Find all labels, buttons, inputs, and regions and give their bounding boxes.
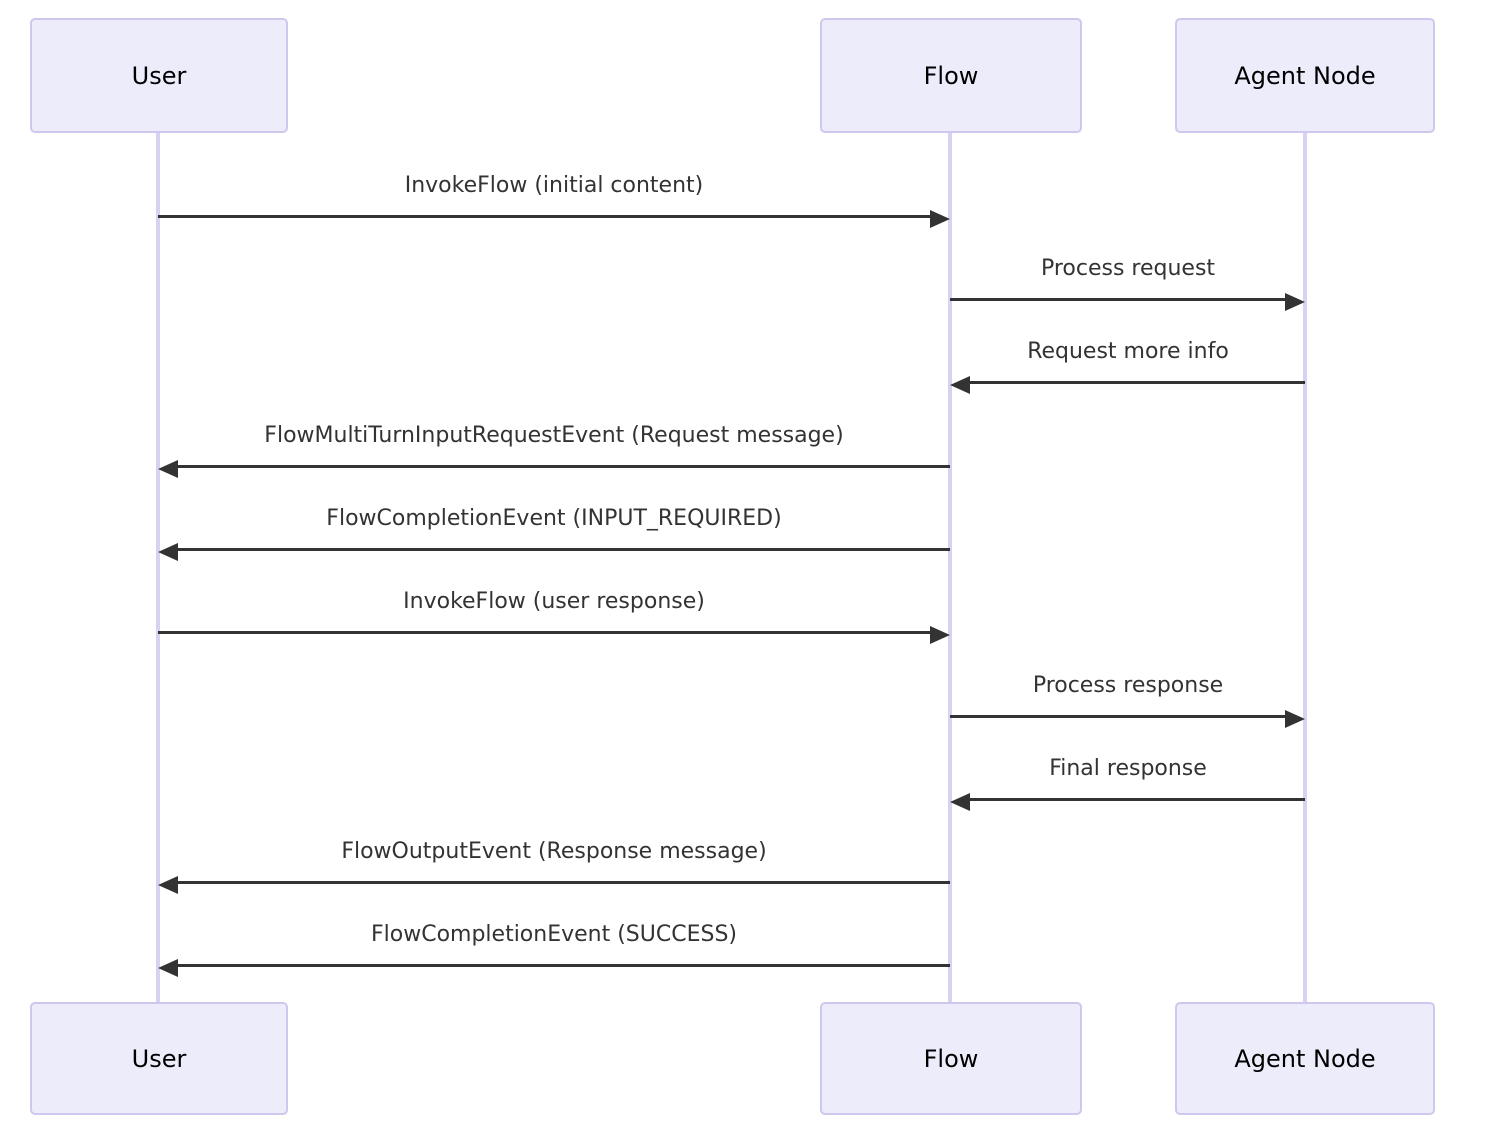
actor-label-agent-node: Agent Node [1234, 61, 1376, 90]
message-label: InvokeFlow (initial content) [404, 173, 704, 198]
arrowhead-right-icon [930, 626, 950, 644]
arrowhead-right-icon [1285, 293, 1305, 311]
arrowhead-left-icon [158, 543, 178, 561]
message-label: Process request [1040, 256, 1216, 281]
message-label: Process response [1032, 673, 1224, 698]
message-arrow [158, 215, 930, 218]
actor-box-flow-top: Flow [820, 18, 1082, 133]
lifeline-flow [948, 133, 952, 1002]
message-arrow [950, 298, 1285, 301]
actor-box-agent-node-top: Agent Node [1175, 18, 1435, 133]
actor-label-flow: Flow [923, 1044, 979, 1073]
message-label: Final response [1049, 756, 1207, 781]
message-arrow [970, 798, 1305, 801]
message-label: FlowMultiTurnInputRequestEvent (Request … [264, 423, 844, 448]
arrowhead-right-icon [930, 210, 950, 228]
actor-box-user-top: User [30, 18, 288, 133]
actor-label-flow: Flow [923, 61, 979, 90]
actor-label-user: User [131, 1044, 187, 1073]
message-arrow [178, 881, 950, 884]
message-arrow [950, 715, 1285, 718]
actor-box-flow-bottom: Flow [820, 1002, 1082, 1115]
actor-box-agent-node-bottom: Agent Node [1175, 1002, 1435, 1115]
message-label: Request more info [1027, 339, 1229, 364]
message-label: FlowOutputEvent (Response message) [341, 839, 767, 864]
message-label: FlowCompletionEvent (INPUT_REQUIRED) [326, 506, 782, 531]
arrowhead-left-icon [950, 376, 970, 394]
message-arrow [158, 631, 930, 634]
arrowhead-left-icon [158, 876, 178, 894]
actor-label-user: User [131, 61, 187, 90]
actor-box-user-bottom: User [30, 1002, 288, 1115]
message-arrow [970, 381, 1305, 384]
message-arrow [178, 964, 950, 967]
arrowhead-left-icon [950, 793, 970, 811]
message-arrow [178, 465, 950, 468]
actor-label-agent-node: Agent Node [1234, 1044, 1376, 1073]
message-arrow [178, 548, 950, 551]
arrowhead-left-icon [158, 959, 178, 977]
arrowhead-right-icon [1285, 710, 1305, 728]
message-label: FlowCompletionEvent (SUCCESS) [370, 922, 738, 947]
message-label: InvokeFlow (user response) [403, 589, 705, 614]
lifeline-user [156, 133, 160, 1002]
arrowhead-left-icon [158, 460, 178, 478]
lifeline-agent-node [1303, 133, 1307, 1002]
